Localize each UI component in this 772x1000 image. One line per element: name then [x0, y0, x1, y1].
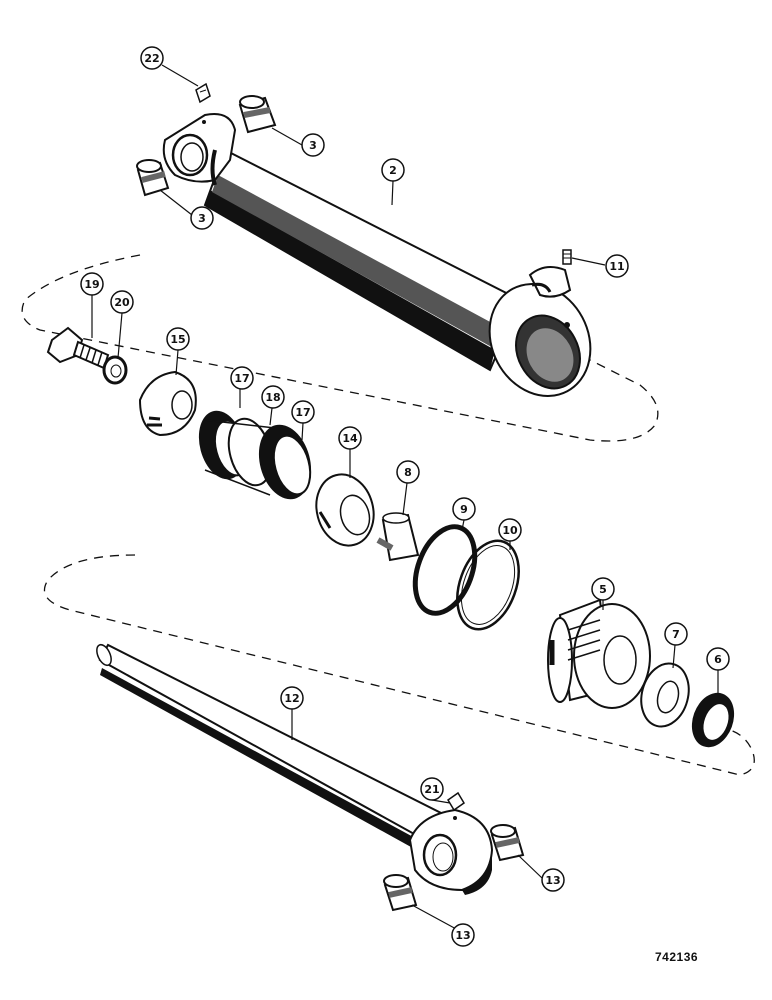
callout-5: 5	[591, 577, 615, 601]
svg-text:17: 17	[295, 406, 310, 419]
callout-13-right: 13	[541, 868, 565, 892]
callout-9: 9	[452, 497, 476, 521]
backup-ring-7	[640, 662, 690, 728]
piston-nut	[138, 370, 197, 437]
o-ring-9	[412, 524, 478, 616]
svg-text:3: 3	[309, 139, 317, 152]
callout-22: 22	[140, 46, 164, 70]
wear-ring-14	[315, 473, 375, 547]
svg-text:22: 22	[144, 52, 159, 65]
svg-text:12: 12	[284, 692, 299, 705]
callout-17-left: 17	[230, 366, 254, 390]
callout-18: 18	[261, 385, 285, 409]
callout-6: 6	[706, 647, 730, 671]
svg-text:13: 13	[455, 929, 470, 942]
wiper-seal-6	[691, 692, 735, 748]
piston-assembly	[198, 410, 312, 500]
callout-21: 21	[420, 777, 444, 801]
callout-19: 19	[80, 272, 104, 296]
callout-13-left: 13	[451, 923, 475, 947]
svg-text:20: 20	[114, 296, 130, 309]
backup-ring-10	[456, 539, 520, 631]
bushing-lower-b	[383, 874, 418, 912]
bushing-upper-b	[136, 159, 170, 197]
callout-11: 11	[605, 254, 629, 278]
figure-reference-number: 742136	[655, 950, 699, 964]
svg-text:10: 10	[502, 524, 518, 537]
svg-text:9: 9	[460, 503, 468, 516]
grease-fitting-lower	[446, 791, 466, 812]
grease-fitting-upper	[195, 82, 211, 104]
callout-3-upper-left: 3	[190, 206, 214, 230]
svg-text:2: 2	[389, 164, 397, 177]
svg-text:13: 13	[545, 874, 560, 887]
bushing-upper-a	[238, 95, 277, 134]
lock-washer	[102, 355, 128, 385]
cap-screw	[46, 326, 110, 370]
svg-text:17: 17	[234, 372, 249, 385]
lower-group-outline	[43, 554, 755, 776]
callout-15: 15	[166, 327, 190, 351]
svg-text:8: 8	[404, 466, 412, 479]
svg-text:7: 7	[672, 628, 680, 641]
piston-rod	[96, 643, 494, 895]
svg-text:18: 18	[265, 391, 280, 404]
svg-text:11: 11	[609, 260, 624, 273]
svg-text:14: 14	[342, 432, 358, 445]
callout-7: 7	[664, 622, 688, 646]
svg-text:19: 19	[84, 278, 99, 291]
callout-10: 10	[498, 518, 522, 542]
svg-text:5: 5	[599, 583, 607, 596]
callout-12: 12	[280, 686, 304, 710]
cylinder-barrel	[162, 113, 592, 397]
bushing-lower-a	[490, 824, 525, 862]
leader-lines	[91, 64, 719, 931]
callout-8: 8	[396, 460, 420, 484]
gland-5	[547, 598, 651, 709]
svg-text:21: 21	[424, 783, 439, 796]
upper-group-outline	[21, 254, 659, 442]
svg-text:3: 3	[198, 212, 206, 225]
callout-14: 14	[338, 426, 362, 450]
svg-text:15: 15	[170, 333, 185, 346]
callout-2: 2	[381, 158, 405, 182]
spacer-ring-8	[376, 512, 420, 562]
callout-17-right: 17	[291, 400, 315, 424]
callout-20: 20	[110, 290, 134, 314]
svg-text:6: 6	[714, 653, 722, 666]
plug-fitting	[562, 249, 572, 328]
callout-3-upper-right: 3	[301, 133, 325, 157]
